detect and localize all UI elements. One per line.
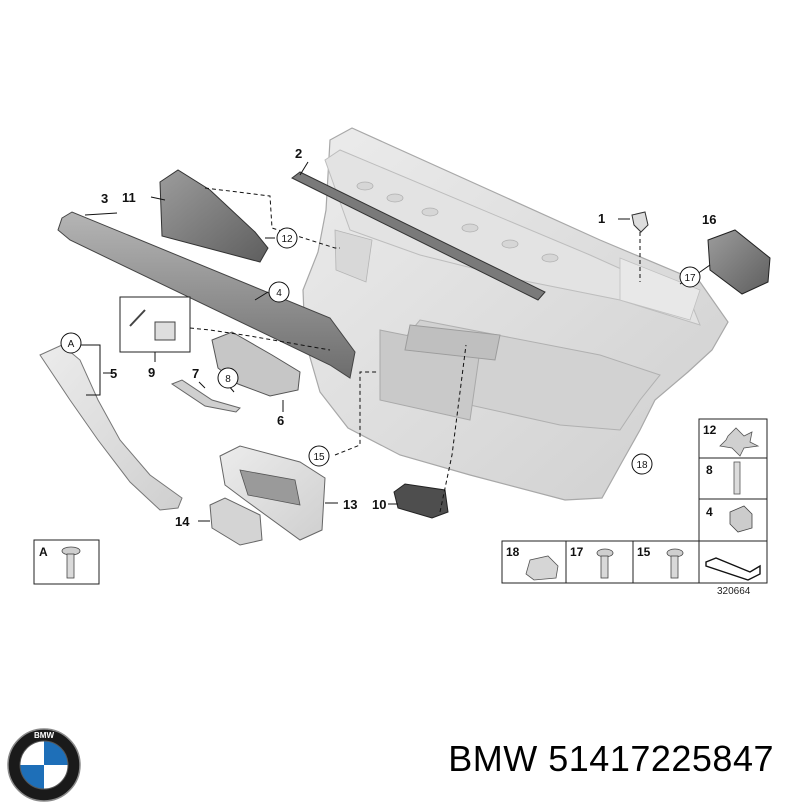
callout-14: 14 (175, 514, 190, 529)
legend-side-8: 8 (706, 463, 713, 477)
legend-bracket (705, 557, 761, 581)
svg-text:18: 18 (636, 460, 648, 471)
callout-10: 10 (372, 497, 386, 512)
brand-name: BMW (448, 738, 538, 779)
circled-callout-8: 8 (217, 367, 239, 389)
callout-5: 5 (110, 366, 117, 381)
part-number-caption: BMW 51417225847 (448, 738, 774, 780)
bmw-logo-lettering: BMW (34, 731, 54, 740)
callout-6: 6 (277, 413, 284, 428)
legend-side-12: 12 (703, 423, 717, 437)
callout-11: 11 (122, 190, 136, 205)
svg-text:17: 17 (684, 273, 696, 284)
legend-part-15-screw (666, 548, 684, 579)
part-10-switch (393, 483, 449, 519)
legend-part-8-pin (733, 461, 741, 495)
circled-callout-17: 17 (679, 266, 701, 288)
callout-13: 13 (343, 497, 357, 512)
callout-1: 1 (598, 211, 605, 226)
part-16-bracket (707, 229, 771, 295)
part-11-cover (159, 169, 269, 263)
circled-callouts: 12 17 4 A 8 15 18 (60, 227, 701, 475)
legend-part-12-nut (719, 427, 760, 457)
legend-bottom-18: 18 (506, 545, 520, 559)
part-2-seal-strip (291, 171, 546, 301)
legend-bottom-15: 15 (637, 545, 651, 559)
callout-9: 9 (148, 365, 155, 380)
callout-7: 7 (192, 366, 199, 381)
legend-part-18-nut (525, 555, 559, 581)
part-9-clip (154, 321, 176, 341)
part-1-clip (631, 211, 649, 233)
circled-callout-4: 4 (268, 281, 290, 303)
drawing-number: 320664 (717, 586, 751, 597)
legend-bottom-17: 17 (570, 545, 584, 559)
fastener-legend-bottom: 18 17 15 (501, 540, 768, 584)
callout-2: 2 (295, 146, 302, 161)
fastener-legend-side: 12 8 4 (698, 418, 768, 542)
part-13-insert (239, 469, 301, 506)
part-number: 51417225847 (548, 738, 774, 779)
legend-part-17-screw (596, 548, 614, 579)
circled-callout-12: 12 (276, 227, 298, 249)
callout-16: 16 (702, 212, 716, 227)
legend-a-label: A (39, 545, 48, 559)
svg-text:12: 12 (281, 234, 293, 245)
part-14-tray (209, 497, 263, 546)
part-3-trim-strip (57, 211, 356, 379)
circled-callout-A: A (60, 332, 82, 354)
svg-text:15: 15 (313, 452, 325, 463)
door-trim-panel (302, 127, 729, 501)
legend-side-4: 4 (706, 505, 713, 519)
part-7-handle-cover (170, 379, 241, 413)
svg-text:8: 8 (225, 374, 231, 385)
circled-callout-18: 18 (631, 453, 653, 475)
part-9-screw (129, 309, 146, 327)
fastener-legend-a: A (33, 539, 100, 585)
bmw-logo: BMW (7, 728, 81, 802)
leader-lines (73, 161, 711, 522)
callout-labels: 1 2 3 5 6 7 9 10 11 13 14 16 (101, 146, 716, 529)
part-5-pull-handle (39, 344, 183, 511)
svg-text:A: A (68, 339, 75, 350)
svg-text:4: 4 (276, 288, 282, 299)
circled-callout-15: 15 (308, 445, 330, 467)
legend-part-4-clip (729, 505, 753, 533)
callout-3: 3 (101, 191, 108, 206)
